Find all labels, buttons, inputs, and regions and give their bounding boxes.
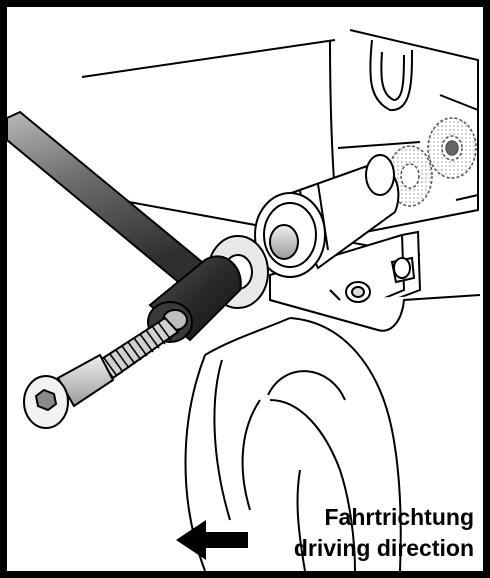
removed-washer-nut	[387, 117, 477, 207]
direction-caption: Fahrtrichtung driving direction	[254, 502, 474, 564]
cap-screw	[23, 316, 180, 429]
caption-english: driving direction	[293, 535, 474, 561]
mounting-plate	[269, 230, 481, 332]
plate-studs	[345, 256, 416, 303]
arrow-left-icon	[176, 520, 248, 560]
extension-rod	[6, 110, 204, 287]
caption-german: Fahrtrichtung	[324, 504, 475, 530]
spacer-cylinder	[254, 154, 400, 278]
